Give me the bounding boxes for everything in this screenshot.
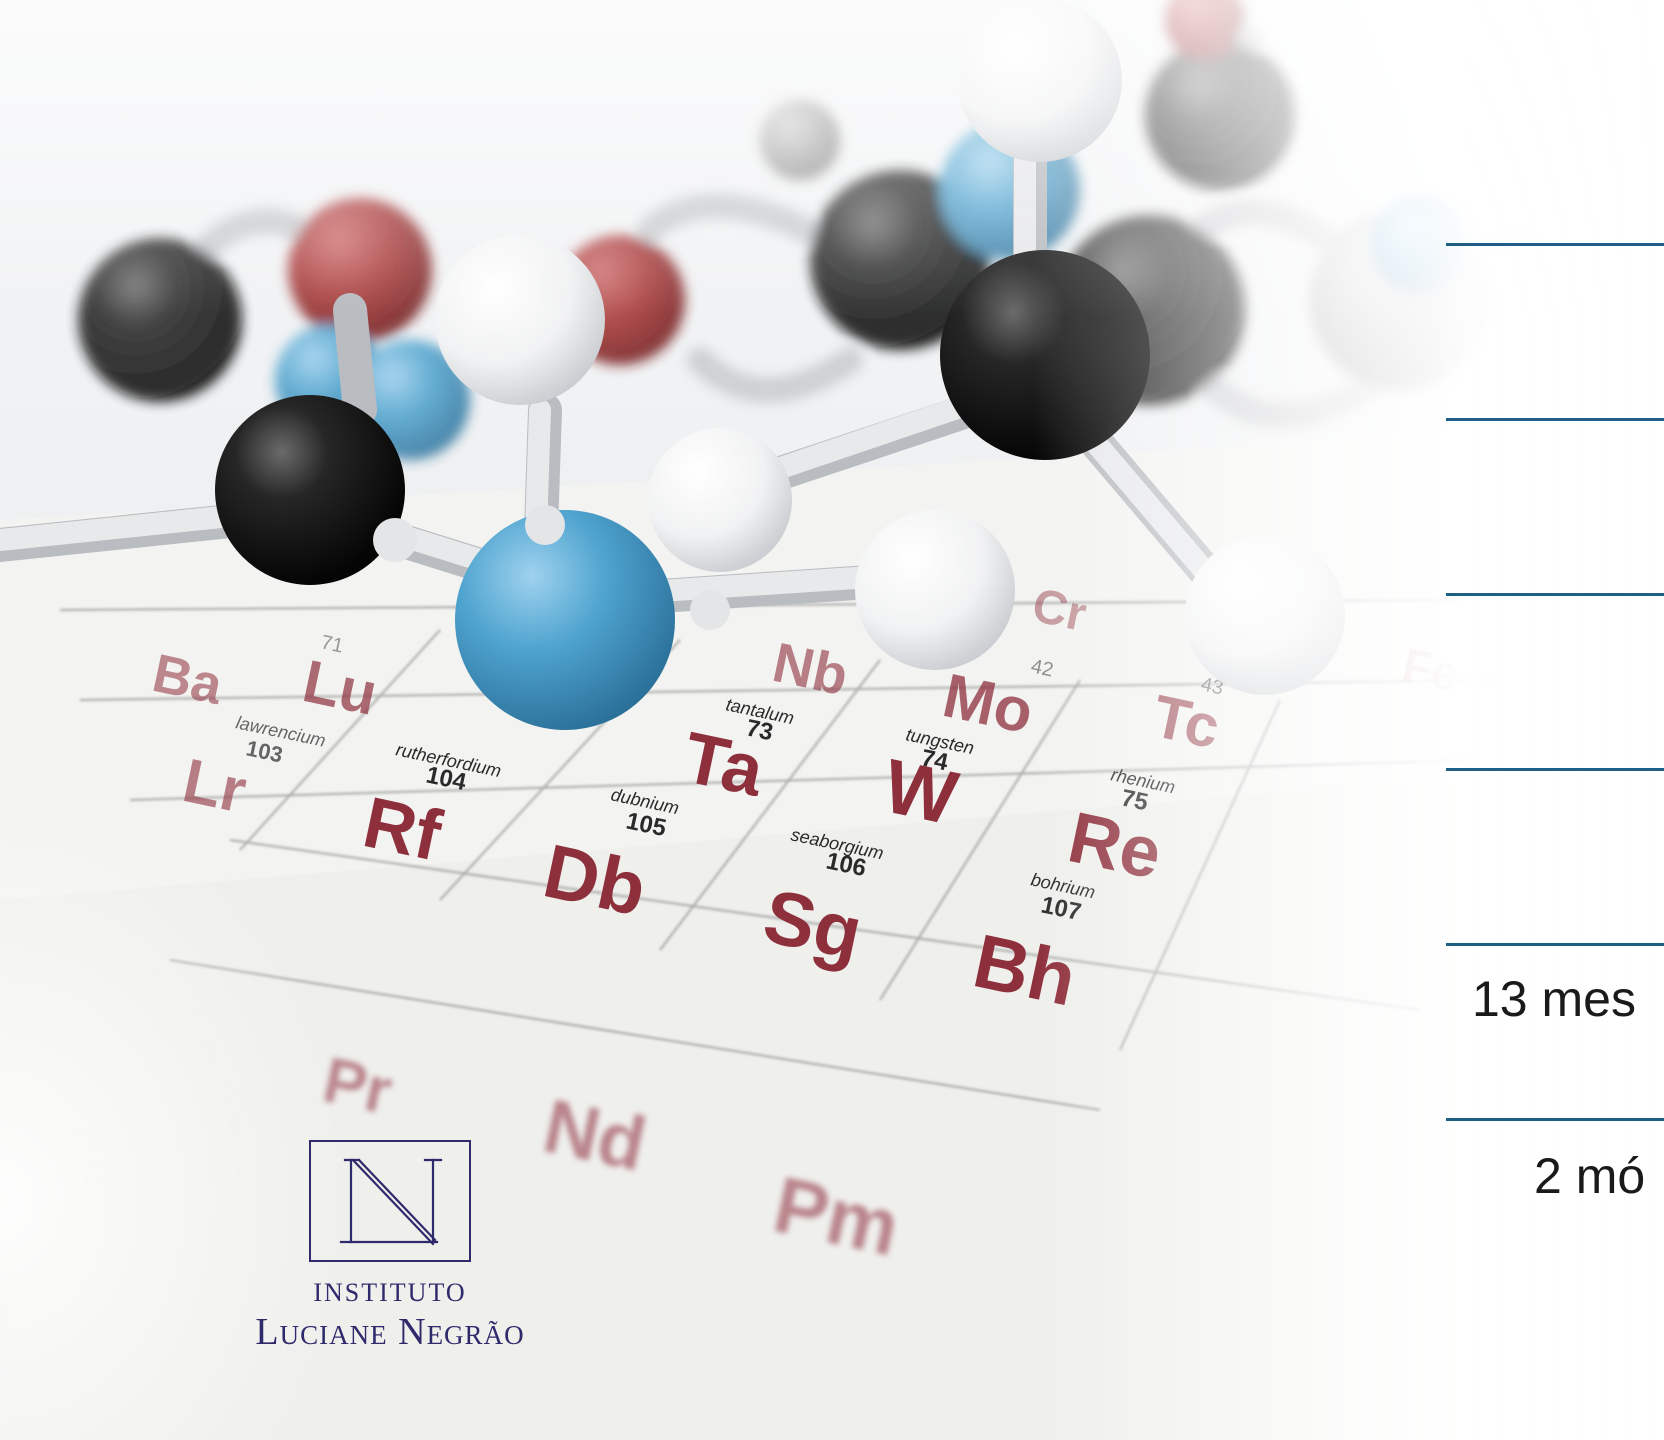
logo-line-name: Luciane Negrão: [255, 1311, 525, 1353]
divider-line-3: [1446, 593, 1664, 596]
element-lu-number: 71: [319, 631, 345, 657]
duration-text: 13 mes: [1472, 971, 1636, 1027]
divider-line-6: [1446, 1118, 1664, 1121]
ln-monogram-icon: [339, 1158, 443, 1246]
divider-line-5: [1446, 943, 1664, 946]
element-re-number: 75: [1119, 784, 1151, 816]
institute-logo: INSTITUTO Luciane Negrão: [190, 1140, 590, 1354]
element-mo-number: 42: [1029, 655, 1055, 681]
element-ta-number: 73: [744, 714, 776, 746]
logo-monogram-box: [309, 1140, 471, 1262]
modules-text: 2 mó: [1534, 1148, 1646, 1204]
divider-line-1: [1446, 243, 1664, 246]
logo-line-instituto: INSTITUTO: [313, 1278, 467, 1307]
divider-line-2: [1446, 418, 1664, 421]
element-cr: Cr: [1028, 579, 1091, 642]
divider-line-4: [1446, 768, 1664, 771]
